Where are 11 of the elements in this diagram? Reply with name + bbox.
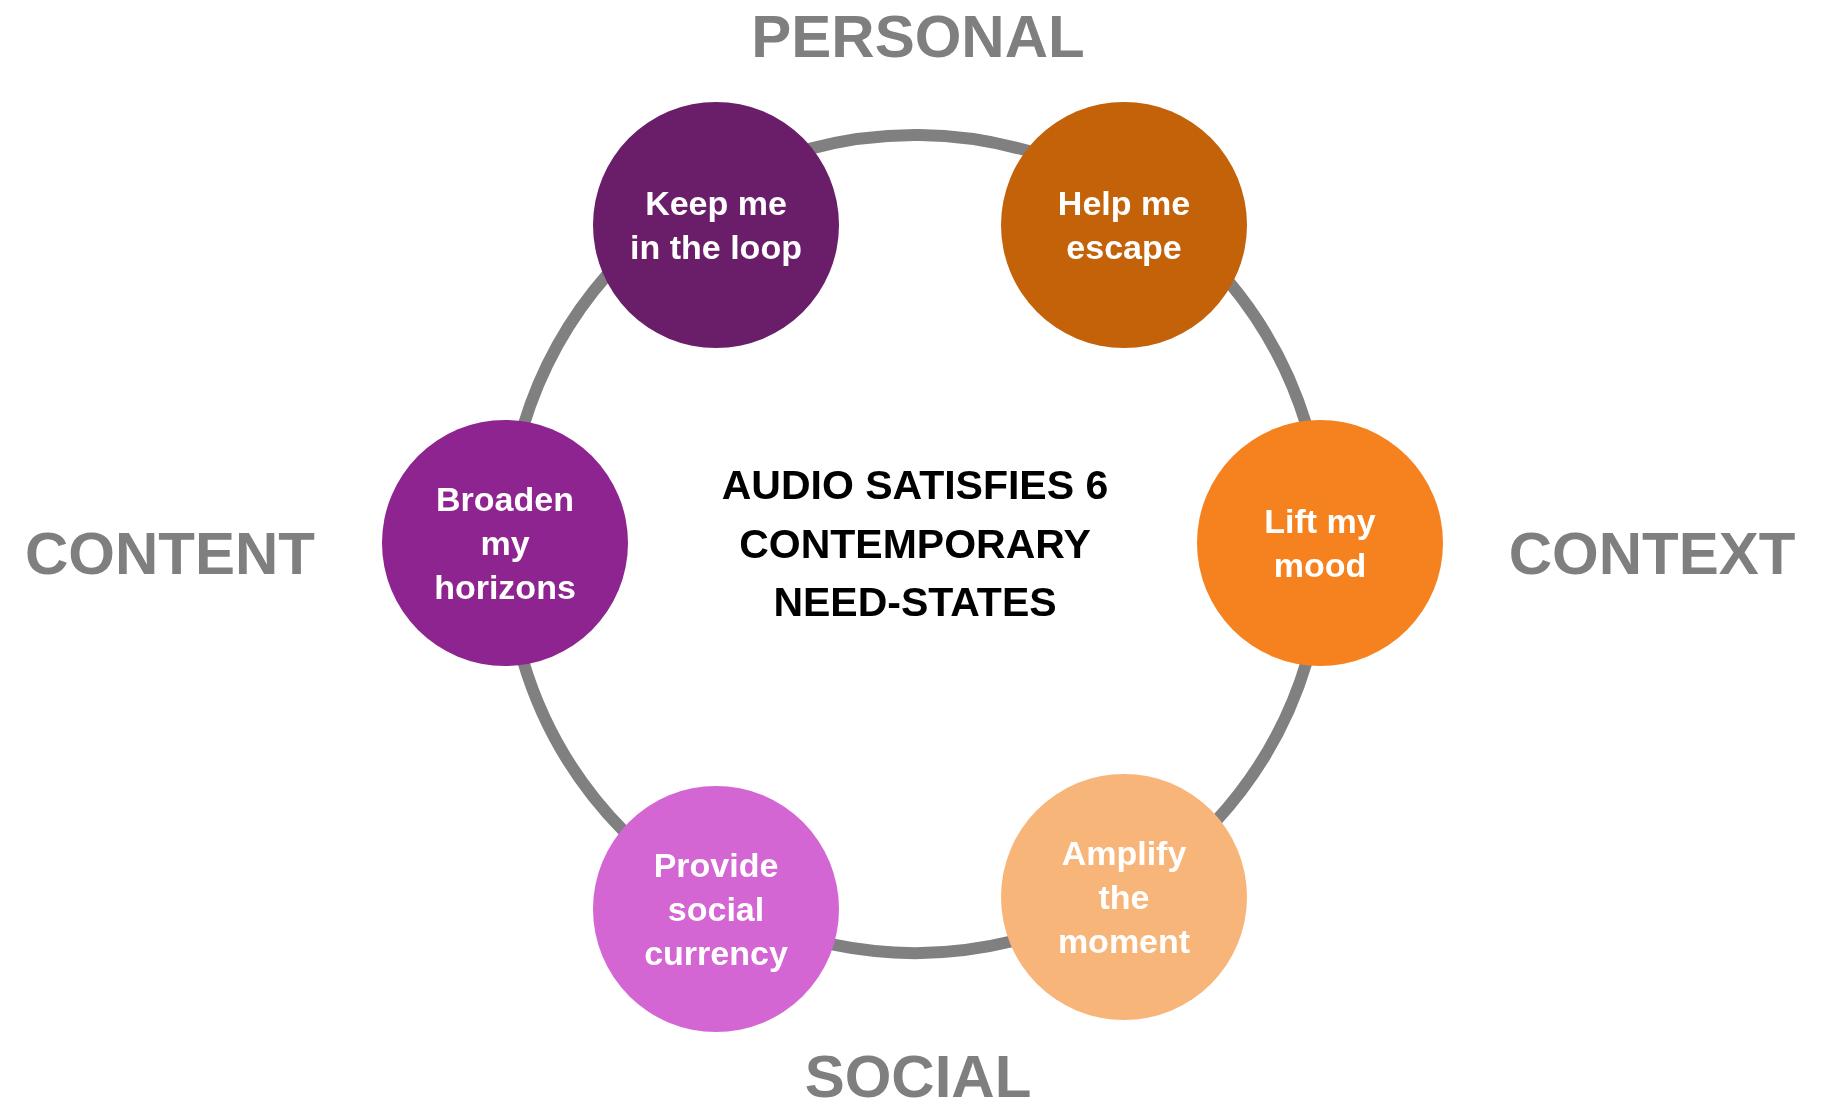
dimension-label: PERSONAL	[751, 1, 1085, 71]
need-state-label: Amplify the moment	[1056, 832, 1192, 963]
need-state-label: Provide social currency	[643, 844, 789, 975]
need-state-label: Help me escape	[1056, 182, 1192, 268]
dimension-label: CONTEXT	[1508, 518, 1796, 588]
dimension-label: CONTENT	[25, 518, 315, 588]
dimension-label: SOCIAL	[804, 1041, 1032, 1109]
diagram-title: AUDIO SATISFIES 6 CONTEMPORARY NEED-STATES	[720, 461, 1110, 628]
need-state-label: Broaden my horizons	[433, 478, 577, 609]
need-state-label: Lift my mood	[1263, 500, 1377, 586]
need-state-label: Keep me in the loop	[629, 182, 803, 268]
